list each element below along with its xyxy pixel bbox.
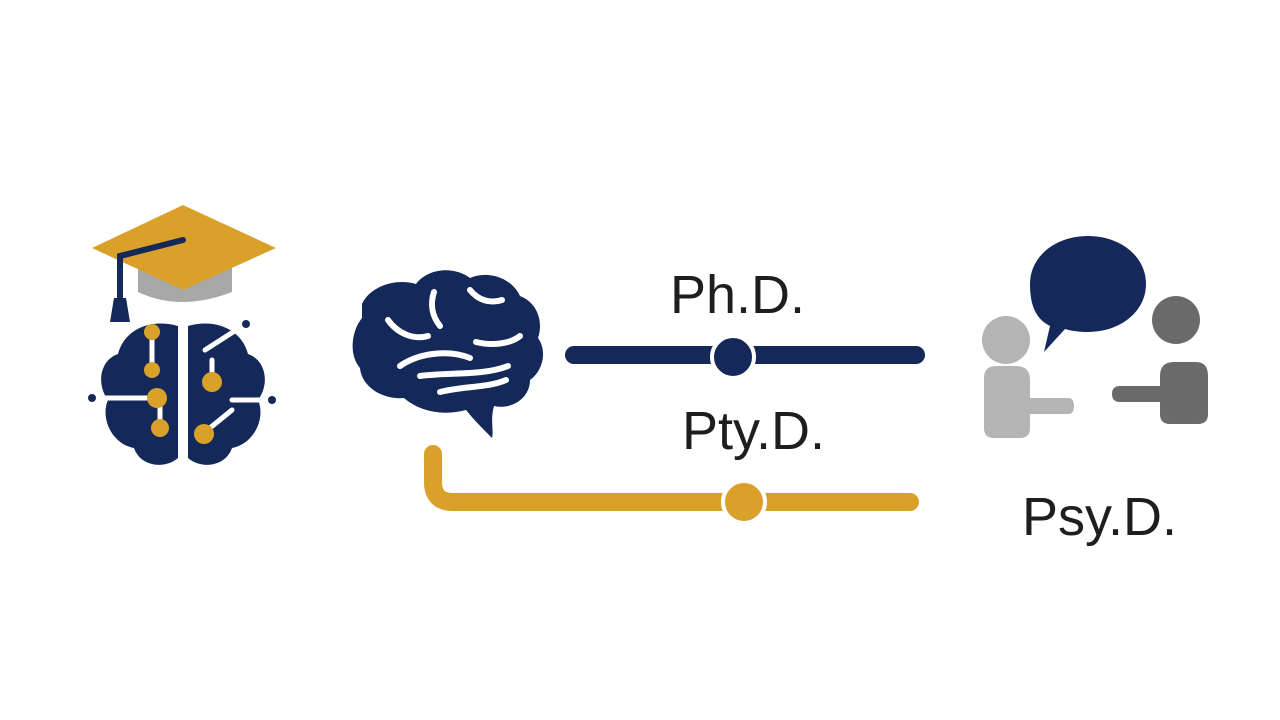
psyd-label: Psy.D. <box>1022 487 1178 547</box>
cap-tassel-cord <box>117 237 186 303</box>
academic-brain-circuit-icon <box>84 205 280 465</box>
ptyd-node <box>721 479 767 525</box>
cap-board <box>92 205 276 290</box>
person-left-body <box>984 366 1074 438</box>
brain-right-half <box>188 323 265 465</box>
brain-icon <box>352 270 544 438</box>
ptyd-connector <box>424 445 919 525</box>
circuit-endpoints <box>84 316 280 408</box>
cap-tassel <box>110 298 130 322</box>
counseling-conversation-icon <box>982 236 1208 438</box>
phd-node <box>710 334 756 380</box>
person-left-head <box>982 316 1030 364</box>
phd-connector <box>565 334 925 380</box>
circuit-nodes <box>144 324 222 444</box>
ptyd-label: Pty.D. <box>682 401 826 461</box>
brain-folds <box>385 287 523 395</box>
brain-left-half <box>101 323 178 465</box>
speech-bubble-icon <box>1030 236 1146 352</box>
person-right-head <box>1152 296 1200 344</box>
person-right-body <box>1112 362 1208 424</box>
ptyd-line <box>424 445 919 511</box>
phd-label: Ph.D. <box>670 265 806 325</box>
